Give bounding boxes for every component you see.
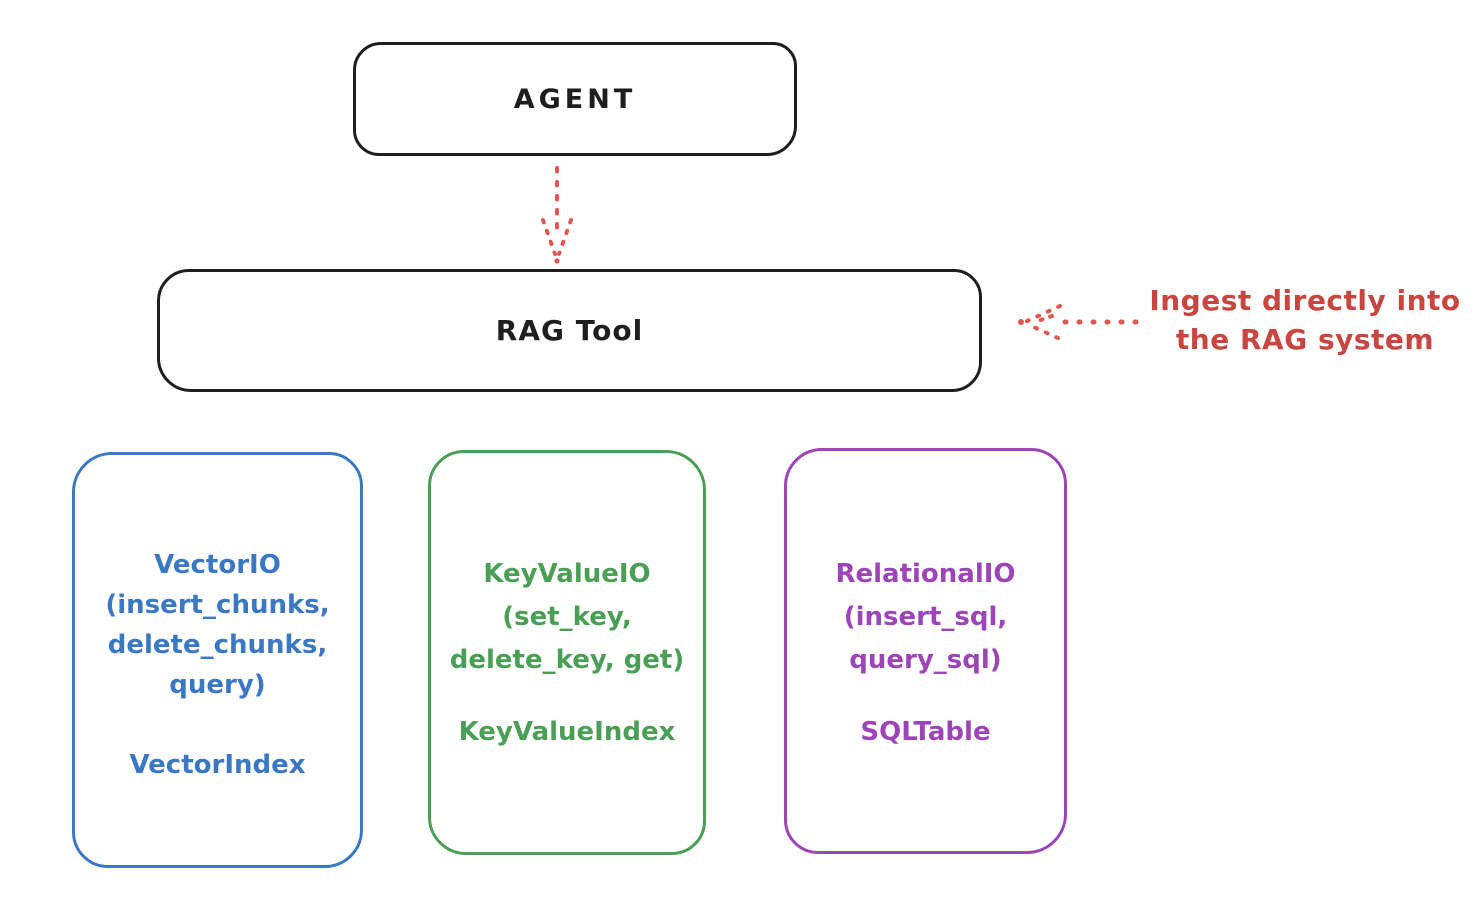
agent-to-ragtool-arrow-icon — [541, 166, 573, 264]
vector-io-method-2: delete_chunks, — [107, 630, 328, 660]
key-value-io-method-1: (set_key, — [502, 602, 632, 632]
relational-io-node: RelationalIO (insert_sql, query_sql) SQL… — [784, 448, 1067, 854]
ingest-arrow-icon — [1018, 304, 1139, 340]
relational-io-method-2: query_sql) — [849, 645, 1002, 675]
vector-io-title: VectorIO — [154, 550, 281, 580]
vector-io-node: VectorIO (insert_chunks, delete_chunks, … — [72, 452, 363, 868]
ingest-annotation: Ingest directly into the RAG system — [1138, 281, 1472, 359]
vector-io-method-3: query) — [169, 670, 266, 700]
relational-io-title: RelationalIO — [835, 559, 1016, 589]
vector-index-label: VectorIndex — [129, 750, 306, 780]
rag-tool-node: RAG Tool — [157, 269, 982, 392]
ingest-annotation-line2: the RAG system — [1175, 323, 1435, 356]
sql-table-label: SQLTable — [860, 717, 991, 747]
key-value-io-title: KeyValueIO — [483, 559, 651, 589]
vector-io-method-1: (insert_chunks, — [105, 590, 330, 620]
agent-node: AGENT — [353, 42, 797, 156]
agent-label: AGENT — [513, 83, 637, 115]
key-value-index-label: KeyValueIndex — [458, 717, 676, 747]
rag-tool-label: RAG Tool — [495, 314, 644, 347]
ingest-annotation-line1: Ingest directly into — [1149, 284, 1461, 317]
key-value-io-node: KeyValueIO (set_key, delete_key, get) Ke… — [428, 450, 706, 855]
key-value-io-method-2: delete_key, get) — [449, 645, 685, 675]
relational-io-method-1: (insert_sql, — [843, 602, 1008, 632]
